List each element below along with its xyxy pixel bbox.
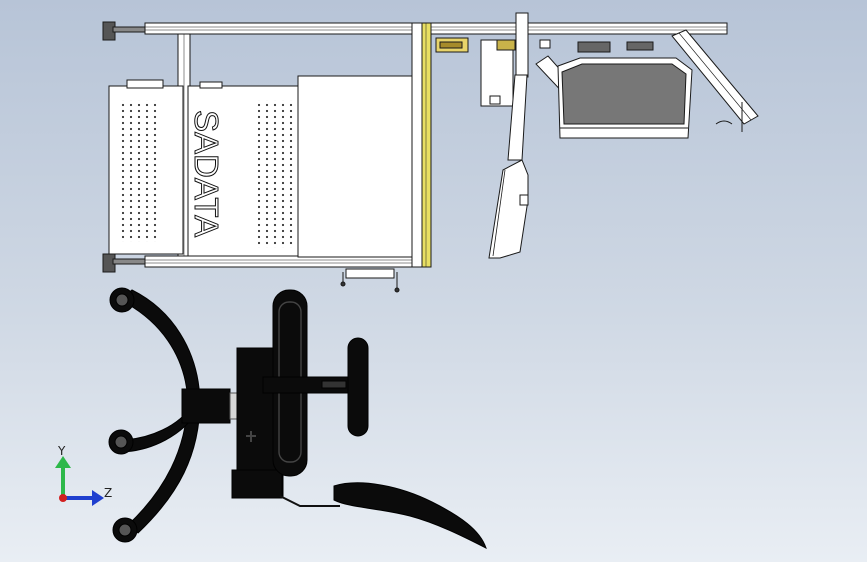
headrest	[333, 482, 487, 549]
monitor-screen	[488, 159, 529, 259]
angled-rail	[671, 29, 759, 125]
armrest-pad	[347, 337, 369, 437]
desk-assembly[interactable]: SADATA	[102, 12, 759, 293]
coordinate-triad-icon: Y Z	[55, 444, 112, 506]
chair-base	[119, 289, 201, 534]
rail-accent	[421, 22, 432, 268]
top-rail	[144, 22, 728, 35]
monitor-pole	[515, 12, 529, 78]
mount-block	[480, 39, 514, 107]
axis-y-label: Y	[57, 444, 66, 458]
office-chair[interactable]	[108, 287, 487, 549]
gas-lift	[181, 388, 231, 424]
center-post	[411, 22, 423, 268]
brand-label: SADATA	[188, 110, 225, 237]
bottom-rail	[144, 255, 431, 268]
side-panel	[297, 75, 413, 258]
axis-z-label: Z	[104, 486, 112, 500]
